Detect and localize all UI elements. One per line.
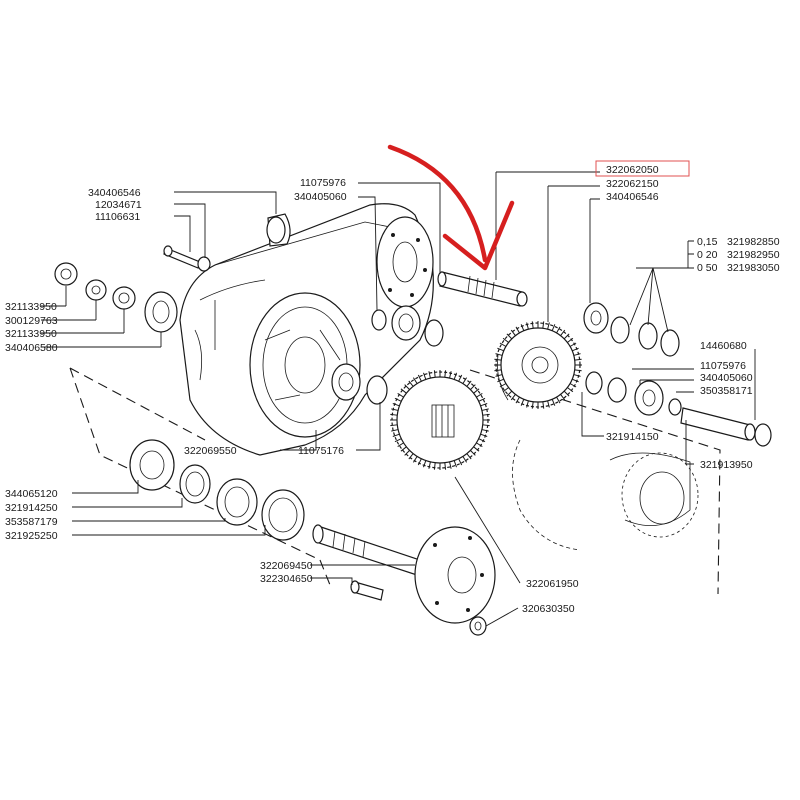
part-label: 344065120: [5, 488, 58, 500]
part-label: 340406546: [88, 187, 141, 199]
part-label: 322061950: [526, 578, 579, 590]
drive-gear-upper: [495, 322, 581, 408]
part-label: 322304650: [260, 573, 313, 585]
part-label: 321133950: [5, 301, 57, 313]
wheel-hub-ghost: [512, 439, 699, 551]
part-label: 350358171: [700, 385, 753, 397]
part-label: 320630350: [522, 603, 575, 615]
part-label: 14460680: [700, 340, 747, 352]
seals-lower: [129, 439, 305, 541]
part-label: 321913950: [700, 459, 753, 471]
part-label: 340406580: [5, 342, 58, 354]
part-label: 11075176: [298, 445, 344, 457]
seals-housing-right: [331, 305, 444, 405]
axle-shaft-flange: [312, 524, 496, 636]
part-label: 12034671: [95, 199, 142, 211]
gear-teeth: [390, 370, 490, 470]
part-label: 321982850: [727, 236, 780, 248]
part-label: 322069550: [184, 445, 237, 457]
part-label: 321925250: [5, 530, 58, 542]
part-label: 322069450: [260, 560, 313, 572]
part-label: 11075976: [700, 360, 746, 372]
part-label: 321914150: [606, 431, 659, 443]
highlight-box: [595, 160, 690, 177]
part-label: 300129763: [5, 315, 58, 327]
shim-size-label: 0 20: [697, 249, 718, 261]
part-label: 321914250: [5, 502, 58, 514]
part-label: 340406546: [606, 191, 659, 203]
shim-size-label: 0,15: [697, 236, 718, 248]
gear-teeth: [494, 321, 582, 409]
part-label: 321982950: [727, 249, 780, 261]
part-label: 11075976: [300, 177, 346, 189]
nuts-and-bearing-left: [54, 262, 178, 333]
part-label: 11106631: [95, 211, 140, 223]
shims-bearing-right: [583, 302, 772, 447]
part-label: 340405060: [700, 372, 753, 384]
part-label: 321983050: [727, 262, 780, 274]
leader-lines: [41, 171, 756, 627]
shim-size-label: 0 50: [697, 262, 718, 274]
part-labels: 340406546 12034671 11106631 321133950 30…: [5, 164, 780, 615]
part-label: 353587179: [5, 516, 58, 528]
part-label: 340405060: [294, 191, 347, 203]
pinion-shaft: [437, 271, 528, 307]
shim-bracket: [629, 240, 694, 333]
final-drive-housing: [179, 203, 434, 456]
drive-gear-lower: [391, 371, 489, 469]
part-label: 322062150: [606, 178, 659, 190]
part-label: 322062050: [606, 164, 659, 176]
bolt-washer-group: [163, 213, 291, 272]
part-label: 321133950: [5, 328, 57, 340]
red-arrow: [387, 144, 515, 271]
